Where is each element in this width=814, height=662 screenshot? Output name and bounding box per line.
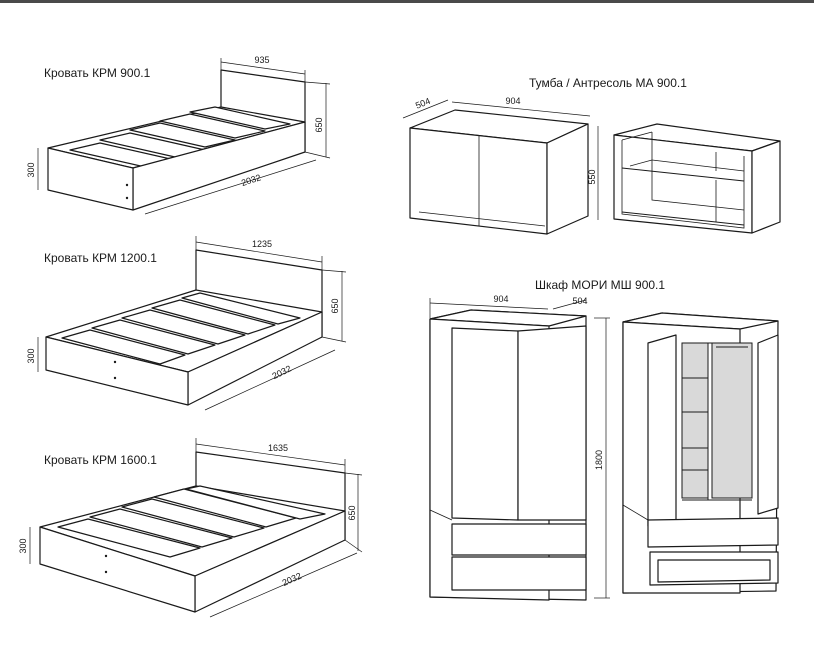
dimension-base-height: 300	[26, 148, 39, 190]
svg-text:504: 504	[414, 96, 432, 111]
bed-title: Кровать КРМ 1600.1	[44, 453, 157, 467]
dimension-depth: 504	[402, 96, 449, 119]
svg-text:650: 650	[314, 117, 324, 132]
dimension-base-height: 300	[26, 337, 39, 372]
tumba-side	[751, 140, 781, 234]
tumba-closed	[409, 109, 589, 235]
slats	[61, 292, 301, 365]
shelf-back	[681, 342, 709, 499]
svg-text:2032: 2032	[281, 571, 303, 588]
svg-text:300: 300	[26, 162, 36, 177]
shkaf-mori-900: Шкаф МОРИ МШ 900.1 904 504 1800	[429, 278, 779, 601]
shkaf-closed	[429, 309, 587, 601]
dimension-height: 550	[587, 126, 599, 220]
dimension-depth: 504	[552, 296, 588, 310]
dimension-head-height: 650	[304, 81, 331, 159]
slats	[69, 106, 291, 168]
shkaf-open	[622, 312, 779, 594]
svg-text:1235: 1235	[252, 239, 272, 249]
drawer-top	[451, 523, 587, 556]
svg-text:904: 904	[493, 294, 508, 304]
dimension-width: 1235	[195, 236, 323, 270]
bed-foot-panel	[47, 147, 134, 211]
svg-text:550: 550	[587, 169, 597, 184]
svg-text:300: 300	[18, 538, 28, 553]
svg-text:1800: 1800	[594, 450, 604, 470]
top-border	[0, 0, 814, 3]
tumba-side	[546, 123, 589, 235]
bed-krm-1600: Кровать КРМ 1600.1 1635 650 300	[18, 438, 363, 618]
bed-foot-panel	[39, 526, 196, 613]
drawer-top-open	[647, 517, 779, 548]
dimension-height: 1800	[594, 317, 610, 599]
bed-krm-1200: Кровать КРМ 1200.1 1235 650 300	[26, 236, 347, 411]
tumba-front	[409, 127, 548, 235]
svg-text:650: 650	[347, 505, 357, 520]
drawer-bottom	[451, 556, 587, 591]
dimension-width: 935	[220, 55, 306, 82]
slats	[57, 485, 326, 558]
tumba-open	[613, 123, 781, 234]
dimension-width: 1635	[195, 438, 346, 473]
dimension-base-height: 300	[18, 527, 31, 564]
bed-title: Кровать КРМ 1200.1	[44, 251, 157, 265]
bed-krm-900: Кровать КРМ 900.1 935 650	[26, 55, 331, 215]
door-right-open	[757, 334, 779, 515]
svg-text:1635: 1635	[268, 443, 288, 453]
svg-text:2032: 2032	[270, 363, 292, 381]
svg-text:650: 650	[330, 298, 340, 313]
svg-text:2032: 2032	[240, 172, 262, 188]
tumba-title: Тумба / Антресоль МА 900.1	[529, 76, 687, 90]
door-left	[451, 327, 519, 521]
door-left-open	[647, 334, 677, 527]
svg-text:300: 300	[26, 348, 36, 363]
bed-foot-panel	[45, 336, 189, 406]
door-right	[517, 325, 587, 521]
svg-text:904: 904	[505, 96, 520, 106]
tumba-ma-900: Тумба / Антресоль МА 900.1 504 904 550	[402, 76, 781, 235]
svg-text:504: 504	[572, 296, 587, 306]
dimension-width: 904	[451, 96, 591, 117]
dimension-head-height: 650	[344, 472, 363, 553]
bed-title: Кровать КРМ 900.1	[44, 66, 151, 80]
dimension-width: 904	[429, 294, 549, 318]
svg-text:935: 935	[254, 55, 269, 65]
dimension-head-height: 650	[321, 269, 347, 343]
shkaf-title: Шкаф МОРИ МШ 900.1	[535, 278, 665, 292]
rail-back	[711, 342, 753, 499]
